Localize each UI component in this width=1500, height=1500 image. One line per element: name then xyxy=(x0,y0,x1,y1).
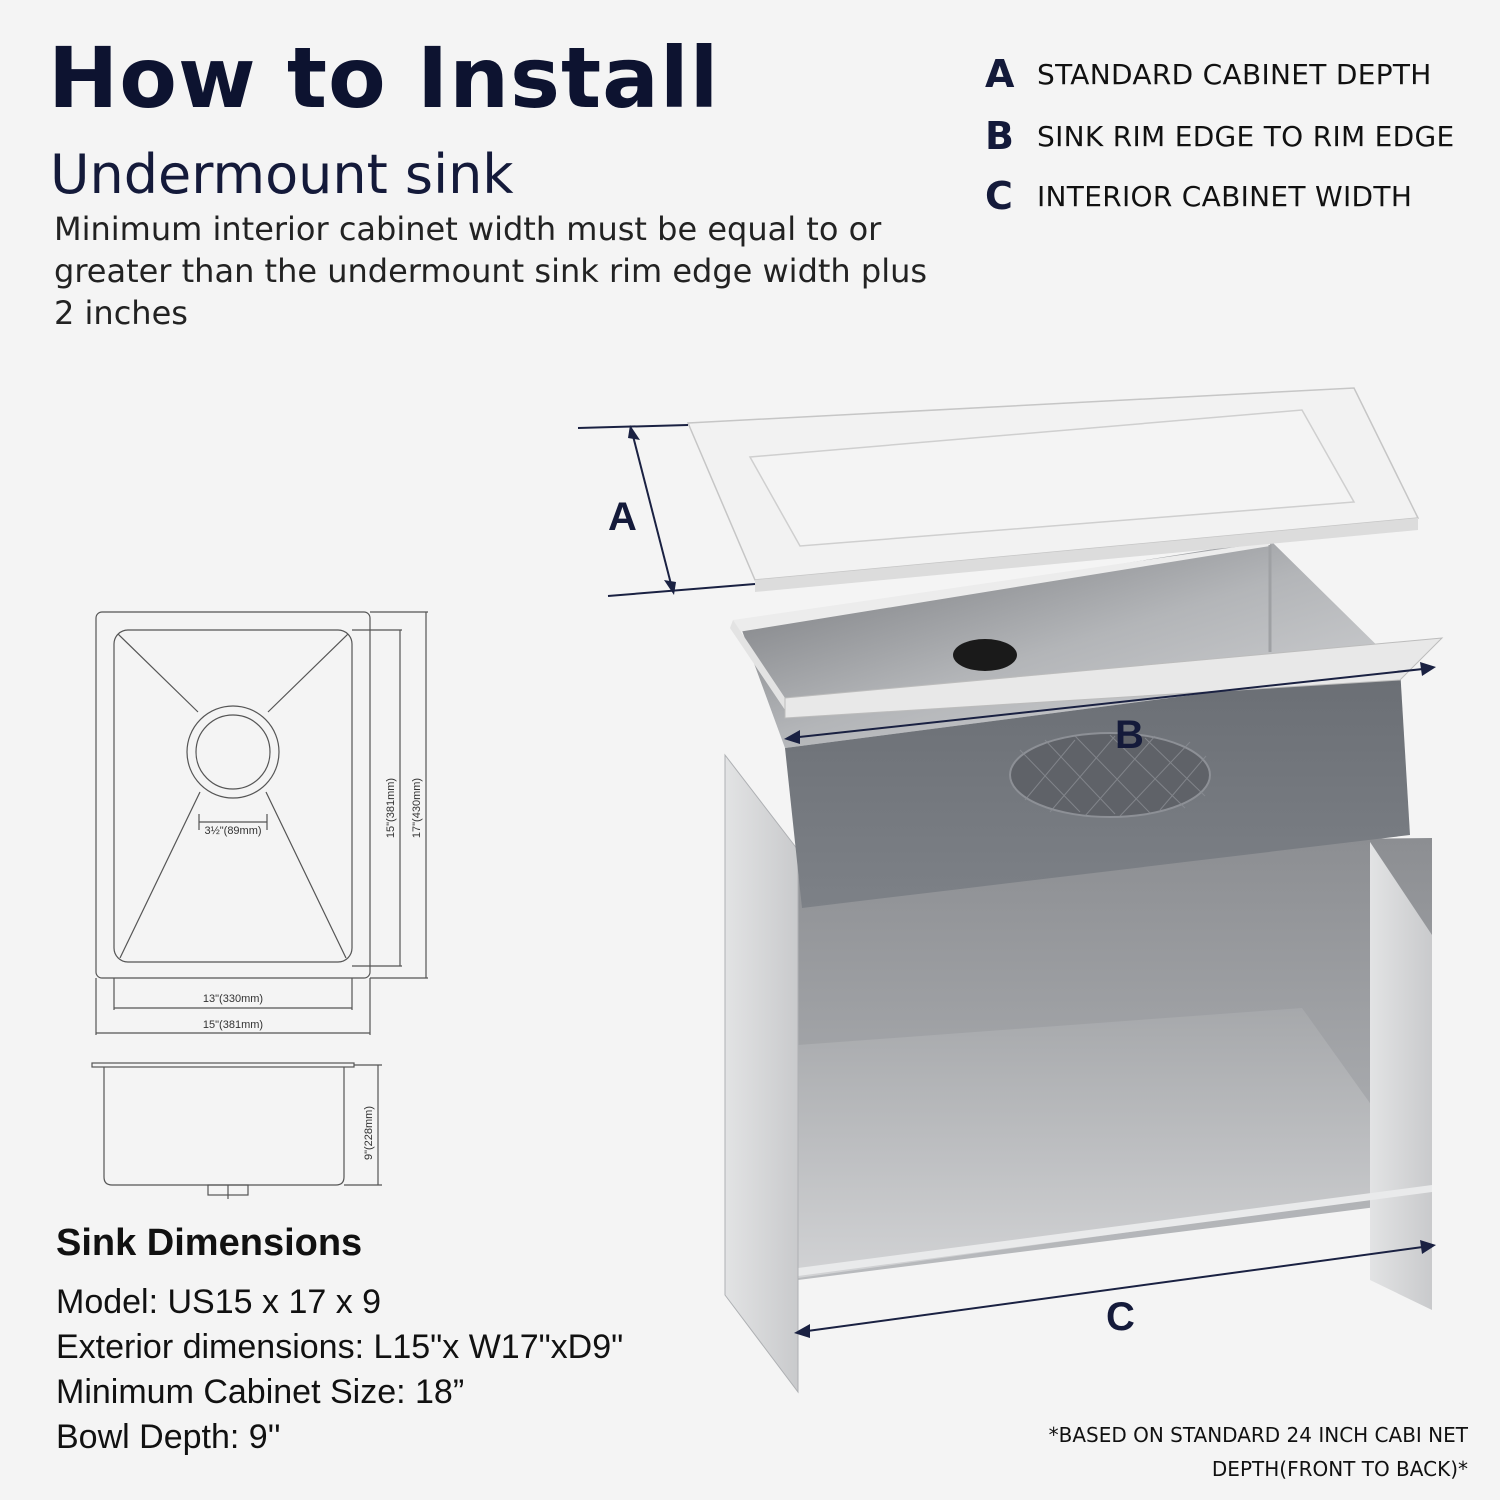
inner-length-label: 15"(381mm) xyxy=(385,778,397,838)
sink-side-bowl xyxy=(103,1067,345,1186)
exterior-dimensions-text: Exterior dimensions: L15"x W17"xD9" xyxy=(56,1328,624,1366)
dimension-label-b: B xyxy=(1115,713,1144,757)
legend-text: SINK RIM EDGE TO RIM EDGE xyxy=(1037,119,1455,153)
drain-size-label: 3½"(89mm) xyxy=(204,825,261,837)
legend-letter: C xyxy=(985,174,1013,218)
bowl-depth-label: 9"(228mm) xyxy=(363,1106,375,1160)
sink xyxy=(730,540,1444,908)
sink-side-rim xyxy=(91,1062,355,1068)
legend-text: STANDARD CABINET DEPTH xyxy=(1037,57,1432,91)
drain-inner-circle xyxy=(195,714,271,790)
footnote: *BASED ON STANDARD 24 INCH CABI NET DEPT… xyxy=(1028,1418,1468,1486)
page-title: How to Install xyxy=(48,29,720,127)
dimension-label-a: A xyxy=(608,495,637,539)
legend-text: INTERIOR CABINET WIDTH xyxy=(1037,179,1413,213)
legend-item-a: A STANDARD CABINET DEPTH xyxy=(985,44,1432,104)
sink-inner-bowl xyxy=(113,629,353,963)
minimum-cabinet-text: Minimum Cabinet Size: 18” xyxy=(56,1373,465,1411)
dimension-label-c: C xyxy=(1106,1295,1135,1339)
drain-outer-circle xyxy=(186,705,280,799)
sink-drain xyxy=(953,639,1017,671)
bowl-depth-text: Bowl Depth: 9'' xyxy=(56,1418,281,1456)
outer-length-label: 17"(430mm) xyxy=(411,778,423,838)
footnote-line-1: *BASED ON STANDARD 24 INCH CABI NET xyxy=(1048,1423,1468,1447)
outer-width-label: 15"(381mm) xyxy=(203,1019,263,1031)
countertop-cutout xyxy=(748,409,1356,547)
model-text: Model: US15 x 17 x 9 xyxy=(56,1283,382,1321)
legend-item-c: C INTERIOR CABINET WIDTH xyxy=(985,166,1412,226)
sink-top-view-drawing: 3½"(89mm) 13"(330mm) 15"(381mm) 15"(381m… xyxy=(95,611,428,1035)
installation-diagram: A B C xyxy=(577,387,1444,1394)
sink-rim-front xyxy=(784,637,1444,719)
page-subtitle: Undermount sink xyxy=(50,143,514,206)
inner-width-label: 13"(330mm) xyxy=(203,993,263,1005)
legend-letter: A xyxy=(985,52,1015,96)
cabinet xyxy=(724,753,1432,1394)
install-description: Minimum interior cabinet width must be e… xyxy=(54,210,928,332)
legend-item-b: B SINK RIM EDGE TO RIM EDGE xyxy=(985,106,1455,166)
sink-outer-rim xyxy=(95,611,371,979)
sink-dimensions-heading: Sink Dimensions xyxy=(56,1222,363,1264)
sink-side-view-drawing: 9"(228mm) xyxy=(91,1062,382,1199)
legend-letter: B xyxy=(985,114,1014,158)
cabinet-left-panel xyxy=(724,753,799,1394)
sink-sound-pad xyxy=(1009,732,1211,818)
footnote-line-2: DEPTH(FRONT TO BACK)* xyxy=(1211,1457,1468,1481)
